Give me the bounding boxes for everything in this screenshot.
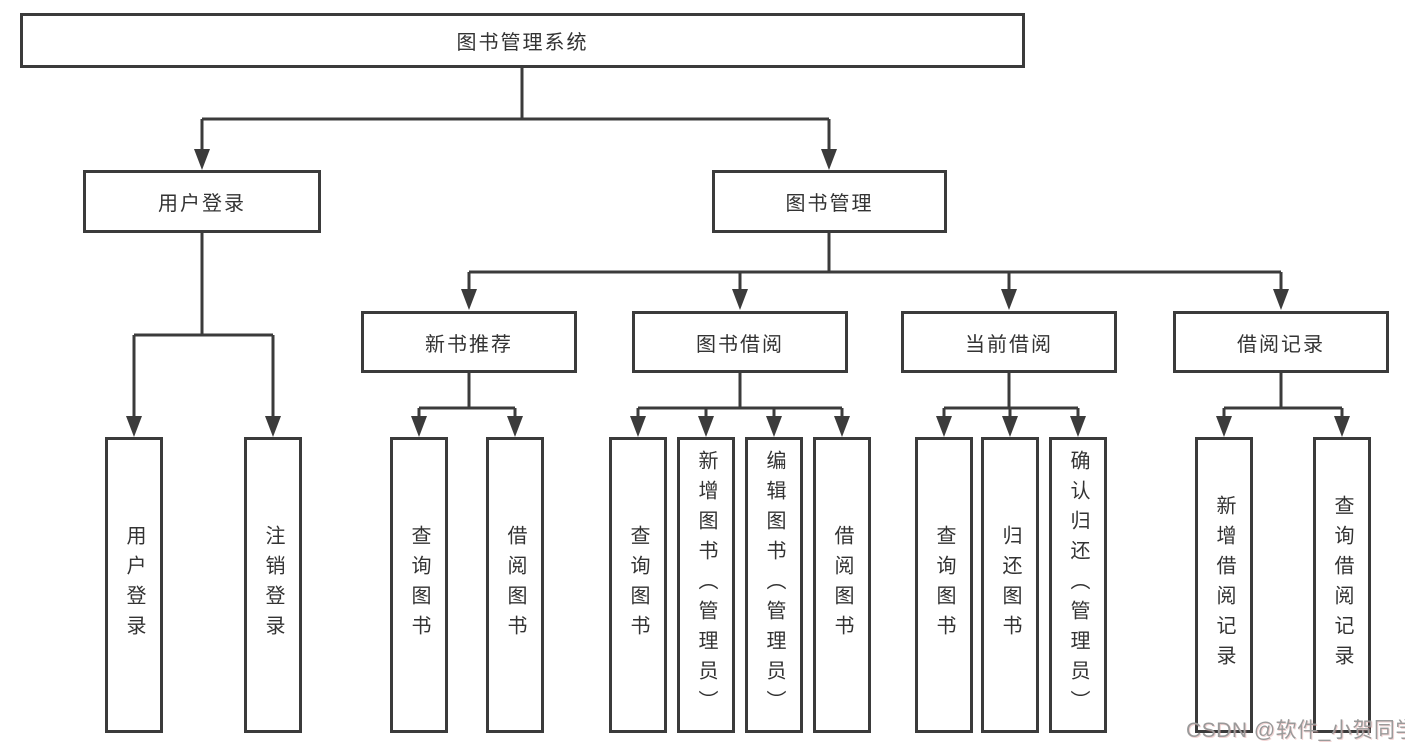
node-user-login: 用户登录 [83, 170, 321, 233]
leaf-query-books-recommend-label: 查询图书 [408, 525, 430, 645]
leaf-logout-label: 注销登录 [262, 525, 284, 645]
node-root-library-system: 图书管理系统 [20, 13, 1025, 68]
leaf-borrow-books-label: 借阅图书 [831, 525, 853, 645]
node-new-book-recommend-label: 新书推荐 [425, 333, 513, 356]
node-new-book-recommend: 新书推荐 [361, 311, 577, 373]
leaf-query-borrow-record-label: 查询借阅记录 [1331, 495, 1353, 675]
leaf-confirm-return-admin-label: 确认归还（管理员） [1067, 450, 1089, 720]
node-user-login-label: 用户登录 [158, 193, 246, 215]
node-current-borrowing: 当前借阅 [901, 311, 1117, 373]
leaf-query-books-recommend: 查询图书 [390, 437, 448, 733]
node-current-borrowing-label: 当前借阅 [965, 333, 1053, 356]
leaf-edit-books-admin-label: 编辑图书（管理员） [763, 450, 785, 720]
leaf-return-books: 归还图书 [981, 437, 1039, 733]
node-book-management-label: 图书管理 [785, 193, 874, 215]
leaf-query-books-borrowing-label: 查询图书 [627, 525, 649, 645]
leaf-borrow-books-recommend-label: 借阅图书 [504, 525, 526, 645]
leaf-query-books-borrowing: 查询图书 [609, 437, 667, 733]
leaf-logout: 注销登录 [244, 437, 302, 733]
node-book-borrowing: 图书借阅 [632, 311, 848, 373]
leaf-user-login: 用户登录 [105, 437, 163, 733]
leaf-borrow-books-recommend: 借阅图书 [486, 437, 544, 733]
leaf-add-books-admin: 新增图书（管理员） [677, 437, 735, 733]
leaf-borrow-books: 借阅图书 [813, 437, 871, 733]
leaf-user-login-label: 用户登录 [123, 525, 145, 645]
node-borrowing-records: 借阅记录 [1173, 311, 1389, 373]
node-root-label: 图书管理系统 [456, 32, 589, 54]
leaf-edit-books-admin: 编辑图书（管理员） [745, 437, 803, 733]
node-book-management: 图书管理 [712, 170, 947, 233]
node-borrowing-records-label: 借阅记录 [1237, 333, 1325, 356]
leaf-query-borrow-record: 查询借阅记录 [1313, 437, 1371, 733]
leaf-confirm-return-admin: 确认归还（管理员） [1049, 437, 1107, 733]
leaf-add-borrow-record-label: 新增借阅记录 [1213, 495, 1235, 675]
leaf-add-borrow-record: 新增借阅记录 [1195, 437, 1253, 733]
leaf-return-books-label: 归还图书 [999, 525, 1021, 645]
leaf-query-books-current-label: 查询图书 [933, 525, 955, 645]
leaf-add-books-admin-label: 新增图书（管理员） [695, 450, 717, 720]
node-book-borrowing-label: 图书借阅 [696, 333, 784, 356]
leaf-query-books-current: 查询图书 [915, 437, 973, 733]
csdn-watermark: CSDN @软件_小贺同学 [1186, 719, 1405, 742]
